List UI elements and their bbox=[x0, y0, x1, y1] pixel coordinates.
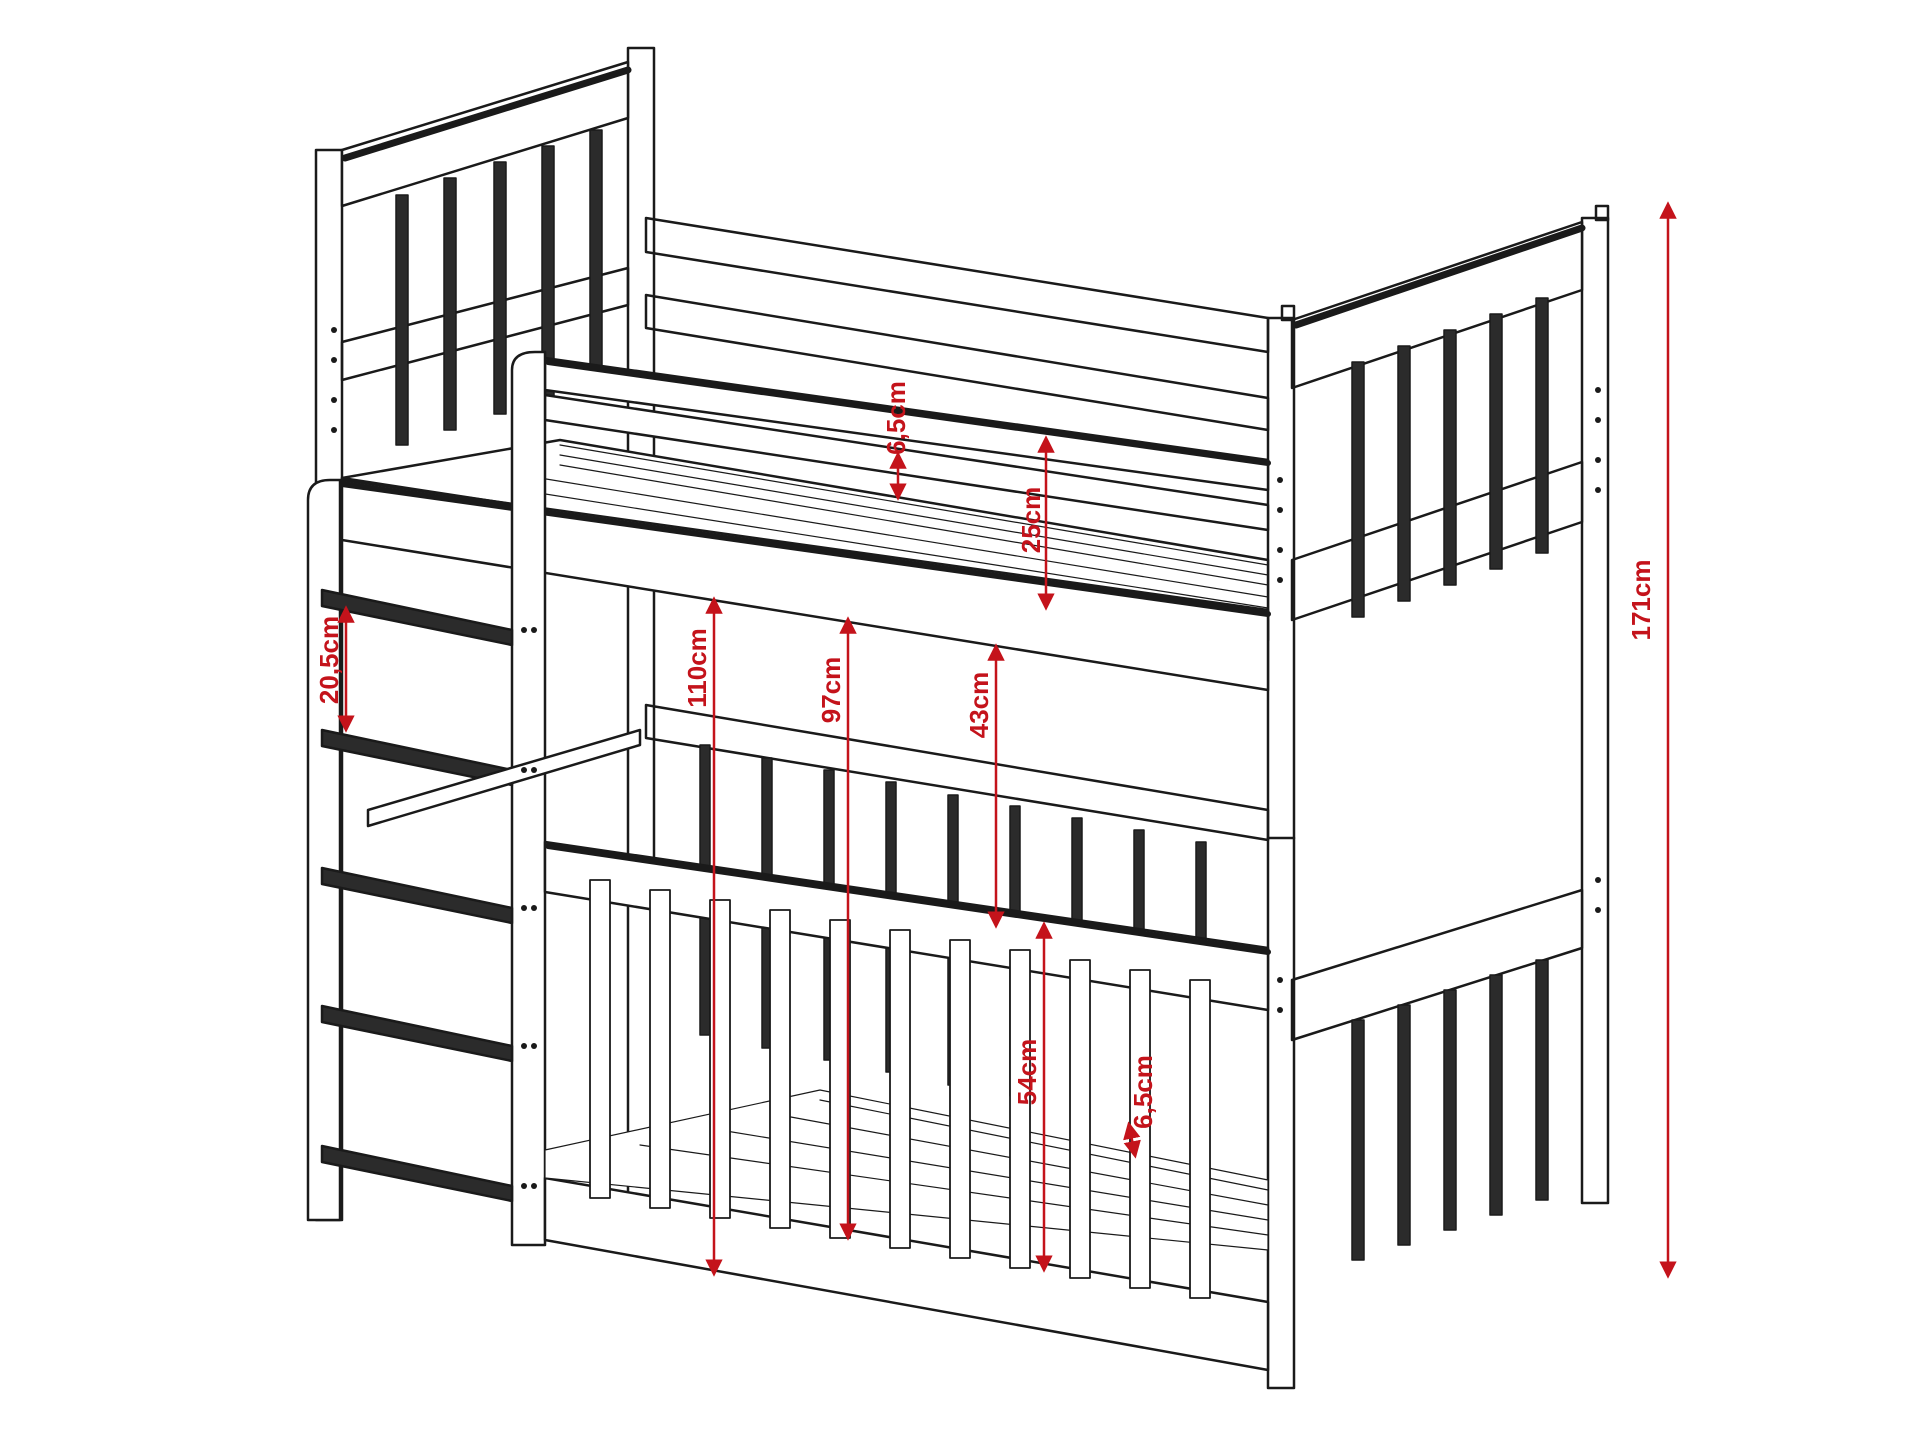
label-upper-opening: 110cm bbox=[682, 628, 712, 708]
bunk-bed-drawing bbox=[306, 46, 1610, 1390]
lower-bed bbox=[366, 728, 1271, 1372]
label-lower-mattress: 6,5cm bbox=[1128, 1055, 1158, 1129]
post-bolts bbox=[331, 327, 1601, 1189]
dim-lower-mattress: 6,5cm bbox=[1123, 1055, 1158, 1159]
dim-lower-to-rail: 43cm bbox=[964, 643, 1005, 929]
label-lower-guard: 54cm bbox=[1012, 1039, 1042, 1106]
label-upper-mattress: 6,5cm bbox=[881, 381, 911, 455]
front-right-post bbox=[1266, 304, 1296, 1390]
ladder-rungs bbox=[320, 588, 514, 1203]
label-ladder-step: 20,5cm bbox=[314, 616, 344, 704]
right-headboard bbox=[1290, 204, 1610, 1261]
dim-total-height: 171cm bbox=[1626, 201, 1677, 1279]
right-headboard-upper-slats bbox=[1351, 297, 1549, 618]
upper-front-guard bbox=[339, 356, 1271, 692]
label-lower-to-rail: 43cm bbox=[964, 672, 994, 739]
dim-upper-mattress: 6,5cm bbox=[881, 381, 911, 501]
lower-front-slats bbox=[589, 879, 1211, 1299]
label-upper-guard: 25cm bbox=[1016, 487, 1046, 554]
ladder bbox=[306, 350, 547, 1247]
label-upper-clearance: 97cm bbox=[816, 657, 846, 724]
dim-upper-guard: 25cm bbox=[1016, 435, 1055, 611]
dim-lower-guard: 54cm bbox=[1012, 921, 1053, 1273]
back-headboard bbox=[314, 46, 656, 1222]
dim-upper-opening: 110cm bbox=[682, 596, 723, 1277]
dim-upper-clearance: 97cm bbox=[816, 616, 857, 1241]
dim-ladder-step: 20,5cm bbox=[314, 605, 355, 733]
dimension-annotations: 171cm 110cm 97cm 43cm 20,5cm 6,5cm 25cm bbox=[314, 201, 1677, 1279]
right-headboard-lower-slats bbox=[1351, 959, 1549, 1261]
back-headboard-slats bbox=[395, 129, 603, 446]
label-total-height: 171cm bbox=[1626, 560, 1656, 641]
